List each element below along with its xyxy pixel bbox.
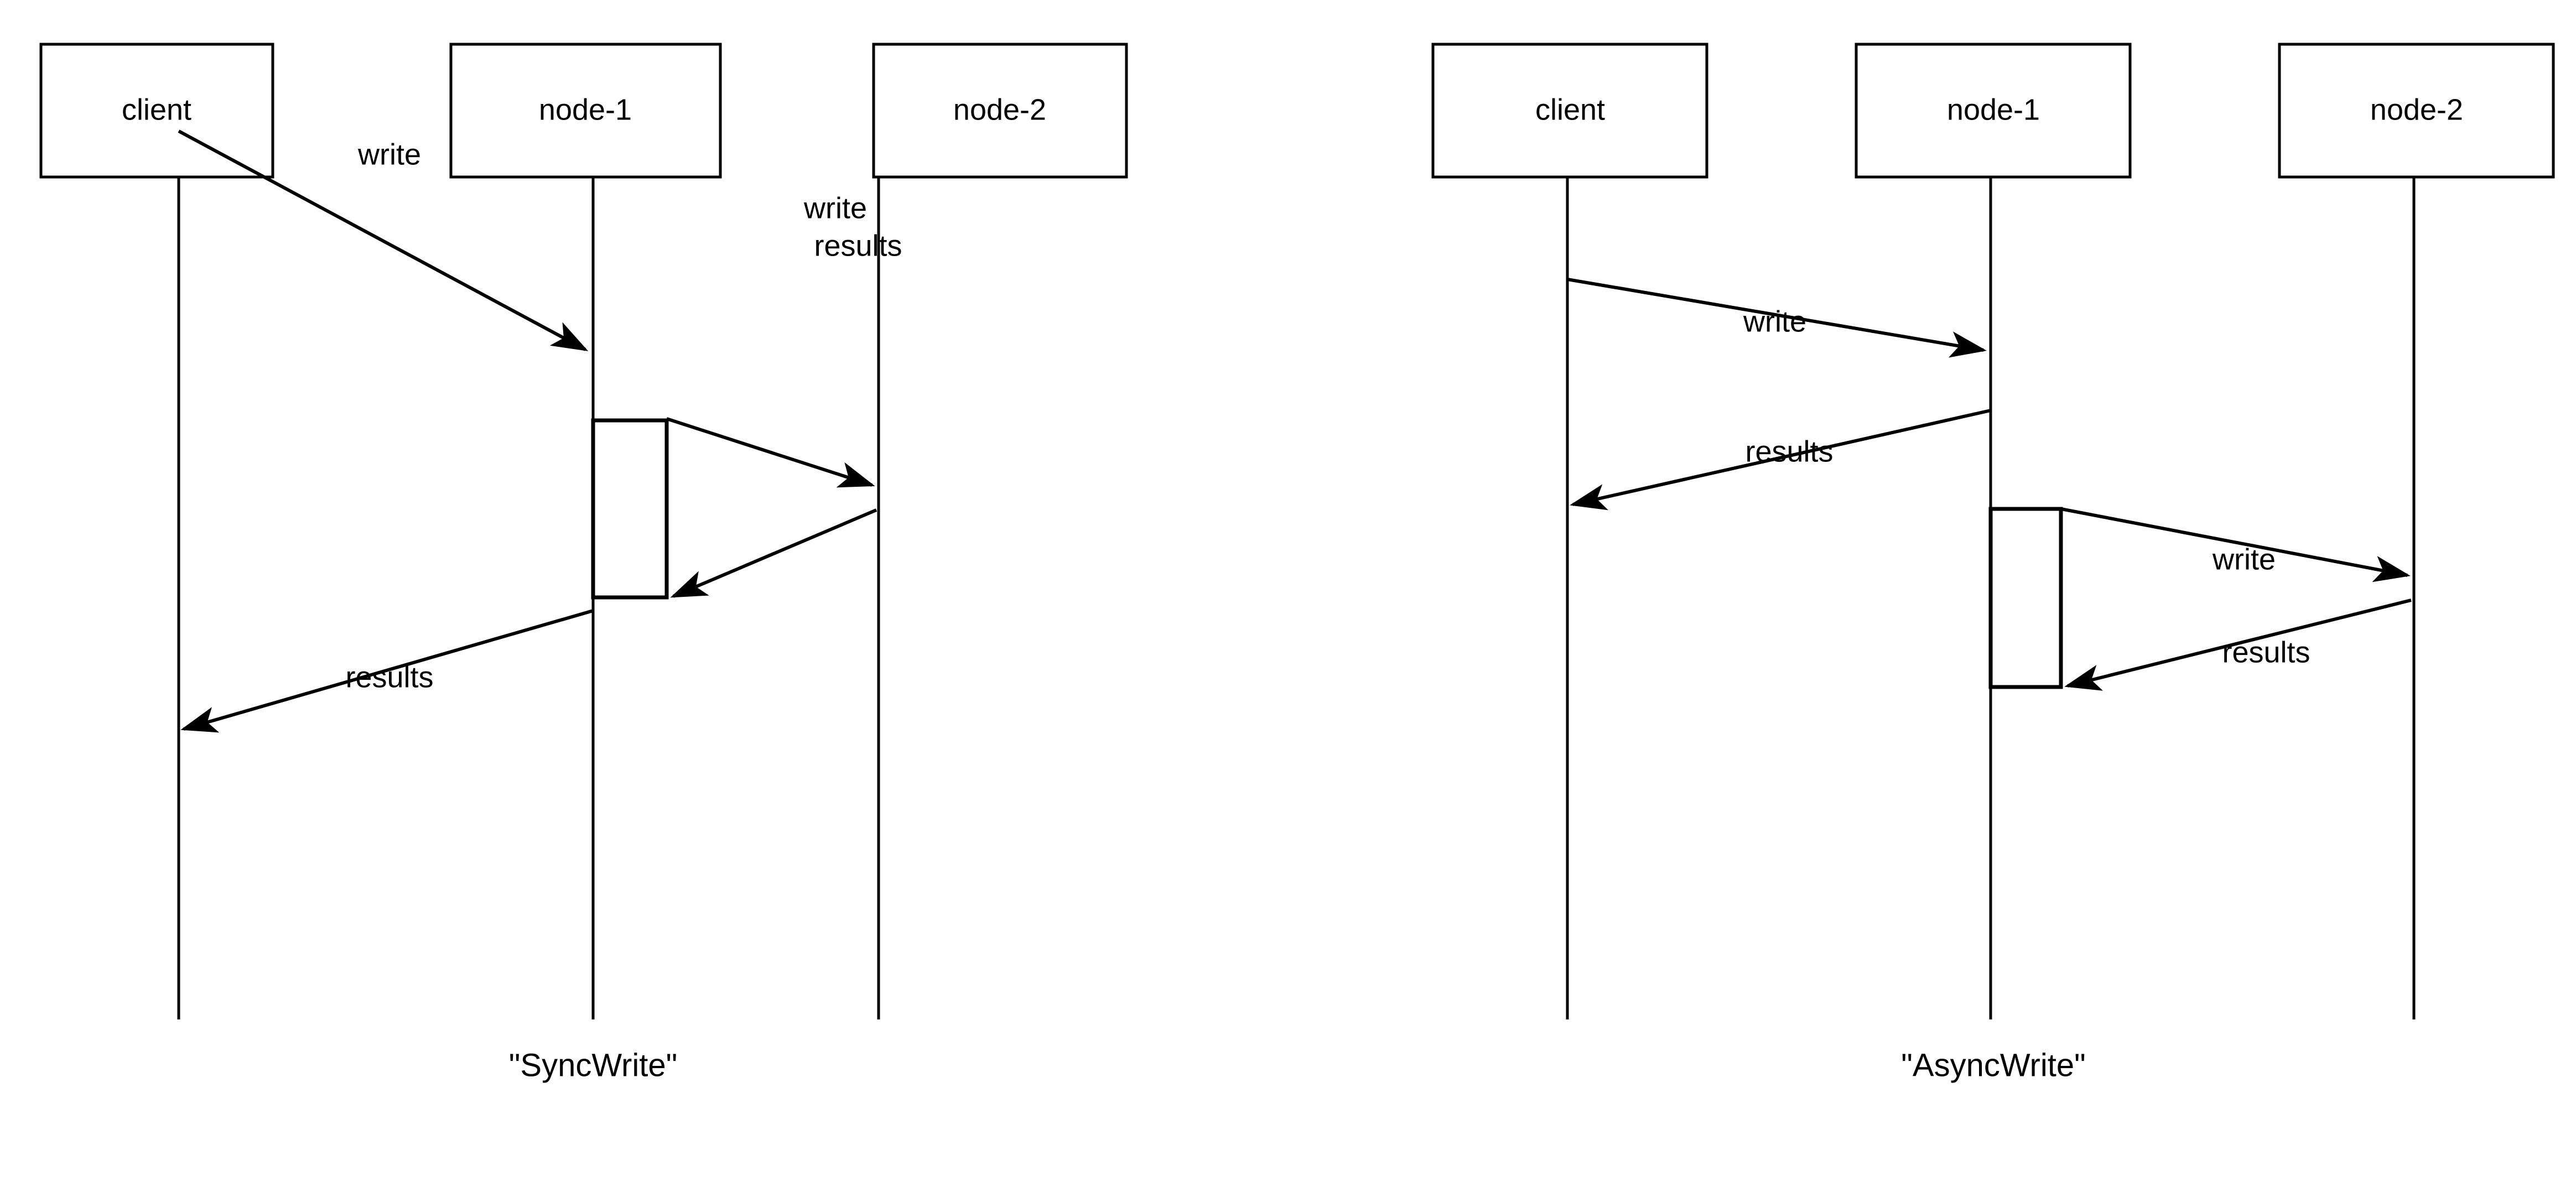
message-line (1567, 278, 1987, 358)
message-label: results (2222, 636, 2310, 669)
participant-box-node-2[interactable] (2278, 43, 2555, 179)
participant-label-client: client (1535, 93, 1605, 126)
message-label: write (2212, 543, 2276, 576)
message-label: results (1745, 435, 1833, 468)
activation-bar-node-1 (591, 418, 669, 600)
diagram-async-write: client node-1 node-2 write (1431, 43, 2555, 1083)
diagram-caption-sync-write: "SyncWrite" (509, 1047, 677, 1083)
message-write-client-to-node-1: write (178, 129, 589, 351)
participant-label-node-1: node-1 (1947, 93, 2040, 126)
message-label: write (357, 138, 421, 171)
message-line (670, 508, 877, 598)
participant-node-1[interactable]: node-1 (1855, 43, 2132, 1019)
participant-label-node-1: node-1 (539, 93, 632, 126)
message-line (178, 129, 589, 351)
message-results-node-2-to-node-1: results (670, 229, 902, 598)
message-label: results (814, 229, 902, 262)
participant-node-2[interactable]: node-2 (872, 43, 1128, 1019)
participant-label-client: client (122, 93, 191, 126)
message-results-node-1-to-client: results (180, 609, 594, 733)
participant-box-node-1[interactable] (1855, 43, 2132, 179)
message-line (666, 417, 875, 488)
participant-node-2[interactable]: node-2 (2278, 43, 2555, 1019)
message-label: results (345, 660, 433, 694)
message-write-client-to-node-1: write (1567, 278, 1987, 358)
participant-box-node-2[interactable] (872, 43, 1128, 179)
message-line (1570, 409, 1991, 511)
diagram-caption-async-write: "AsyncWrite" (1901, 1047, 2085, 1083)
message-line (2064, 598, 2412, 691)
participant-node-1[interactable]: node-1 (449, 43, 722, 1019)
message-line (2060, 507, 2411, 582)
message-write-node-1-to-node-2: write (666, 191, 875, 488)
activation-bar-node-1 (1988, 507, 2063, 689)
participant-box-client[interactable] (39, 43, 274, 179)
message-label: write (803, 191, 867, 225)
participant-client[interactable]: client (1431, 43, 1708, 1019)
message-line (180, 609, 594, 733)
message-write-node-1-to-node-2: write (2060, 507, 2411, 582)
participant-box-client[interactable] (1431, 43, 1708, 179)
participant-label-node-2: node-2 (2370, 93, 2463, 126)
message-results-node-1-to-client: results (1570, 409, 1991, 511)
message-results-node-2-to-node-1: results (2064, 598, 2412, 691)
participant-client[interactable]: client (39, 43, 274, 1019)
message-label: write (1743, 305, 1806, 338)
participant-label-node-2: node-2 (953, 93, 1046, 126)
participant-box-node-1[interactable] (449, 43, 722, 179)
diagram-sync-write: client node-1 node-2 write (39, 43, 1128, 1083)
